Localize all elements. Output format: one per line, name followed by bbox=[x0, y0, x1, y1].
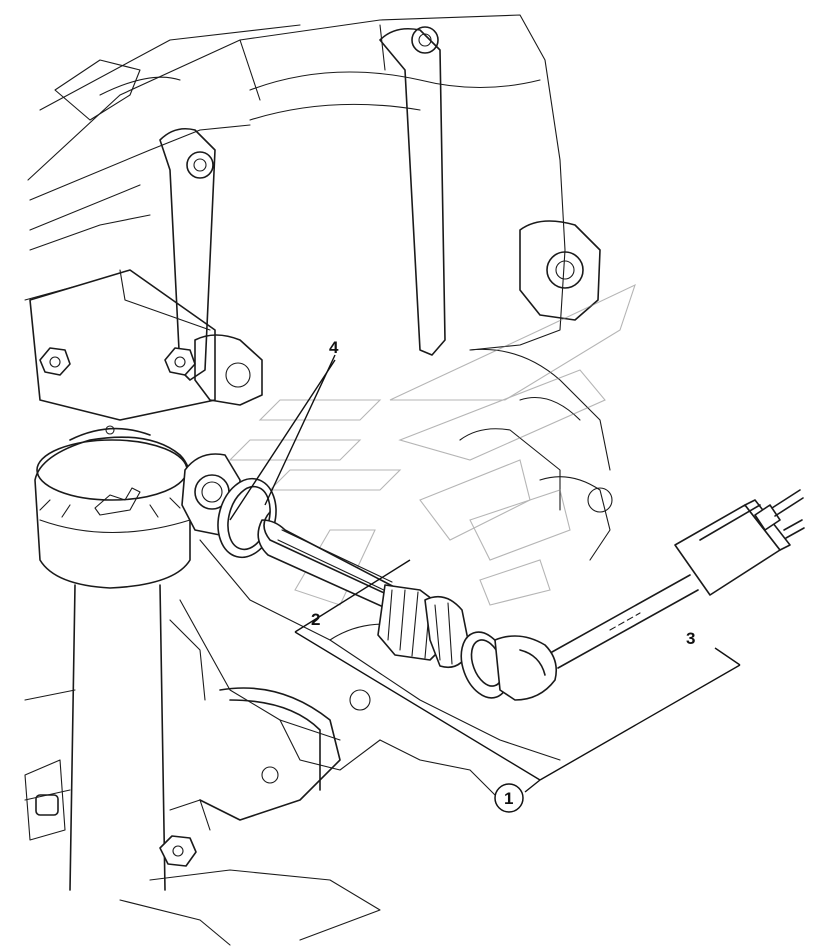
leader-lines bbox=[229, 354, 741, 793]
callout-4: 4 bbox=[329, 338, 339, 357]
callout-1: 1 bbox=[494, 783, 524, 813]
callout-label-1: 1 bbox=[504, 789, 513, 808]
callout-label-2: 2 bbox=[311, 610, 320, 629]
power-cord bbox=[551, 574, 699, 669]
bolt-left-1 bbox=[39, 347, 71, 376]
heating-element bbox=[257, 511, 401, 611]
callout-2: 2 bbox=[311, 610, 320, 629]
oil-filler-cap bbox=[34, 425, 193, 589]
plug bbox=[674, 489, 805, 596]
connector-elbow bbox=[460, 631, 558, 701]
bolt-lower bbox=[159, 835, 197, 867]
callout-3: 3 bbox=[686, 629, 695, 648]
heater-hex-body bbox=[377, 584, 471, 669]
engine-block bbox=[24, 14, 613, 946]
bolt-left-2 bbox=[164, 347, 196, 376]
callout-label-3: 3 bbox=[686, 629, 695, 648]
callout-label-4: 4 bbox=[329, 338, 339, 357]
callout-circle-1 bbox=[494, 783, 524, 813]
